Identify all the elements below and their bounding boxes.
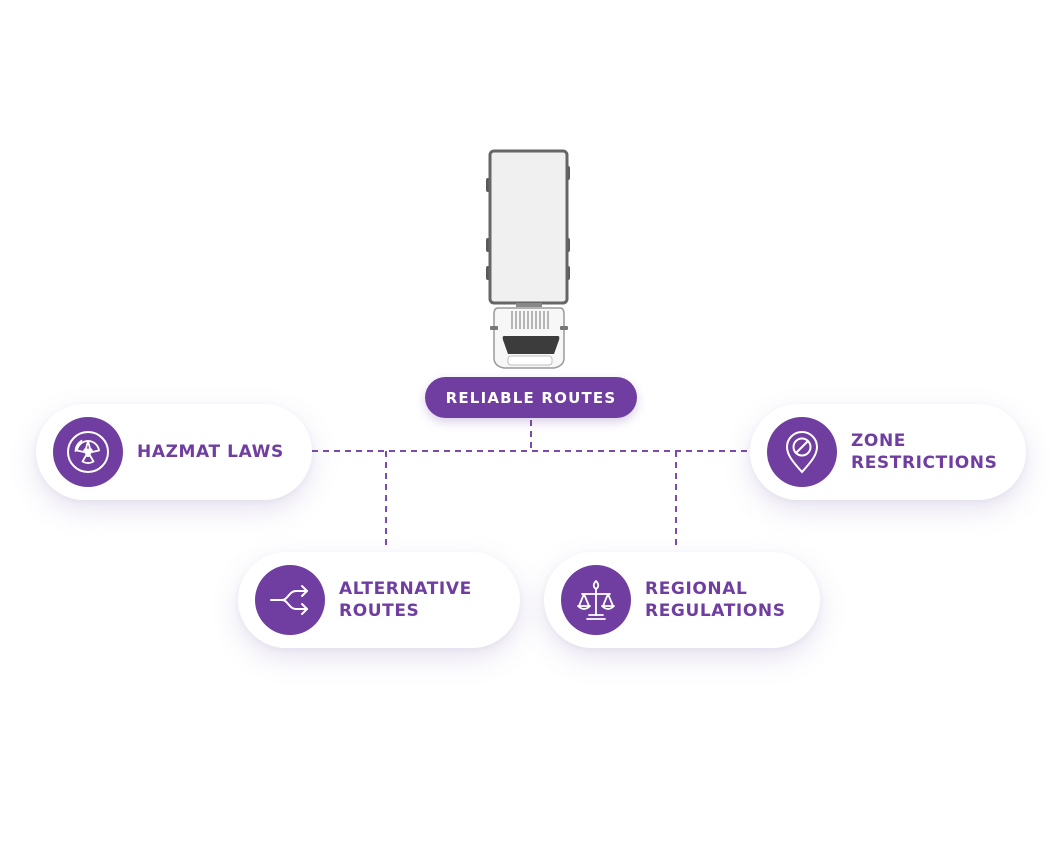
- hazmat-laws-card: HAZMAT LAWS: [36, 404, 312, 500]
- regional-regulations-card: REGIONAL REGULATIONS: [544, 552, 820, 648]
- scales-icon: [561, 565, 631, 635]
- alternative-routes-card: ALTERNATIVE ROUTES: [238, 552, 520, 648]
- zone-restrictions-card: ZONE RESTRICTIONS: [750, 404, 1026, 500]
- truck-illustration: [486, 149, 570, 369]
- zone-restrictions-label: ZONE RESTRICTIONS: [851, 431, 998, 473]
- no-entry-pin-icon: [767, 417, 837, 487]
- alternative-routes-label: ALTERNATIVE ROUTES: [339, 579, 472, 621]
- split-arrows-icon: [255, 565, 325, 635]
- hazmat-laws-label: HAZMAT LAWS: [137, 442, 284, 462]
- reliable-routes-pill: RELIABLE ROUTES: [425, 377, 637, 418]
- regional-regulations-label: REGIONAL REGULATIONS: [645, 579, 786, 621]
- radiation-icon: [53, 417, 123, 487]
